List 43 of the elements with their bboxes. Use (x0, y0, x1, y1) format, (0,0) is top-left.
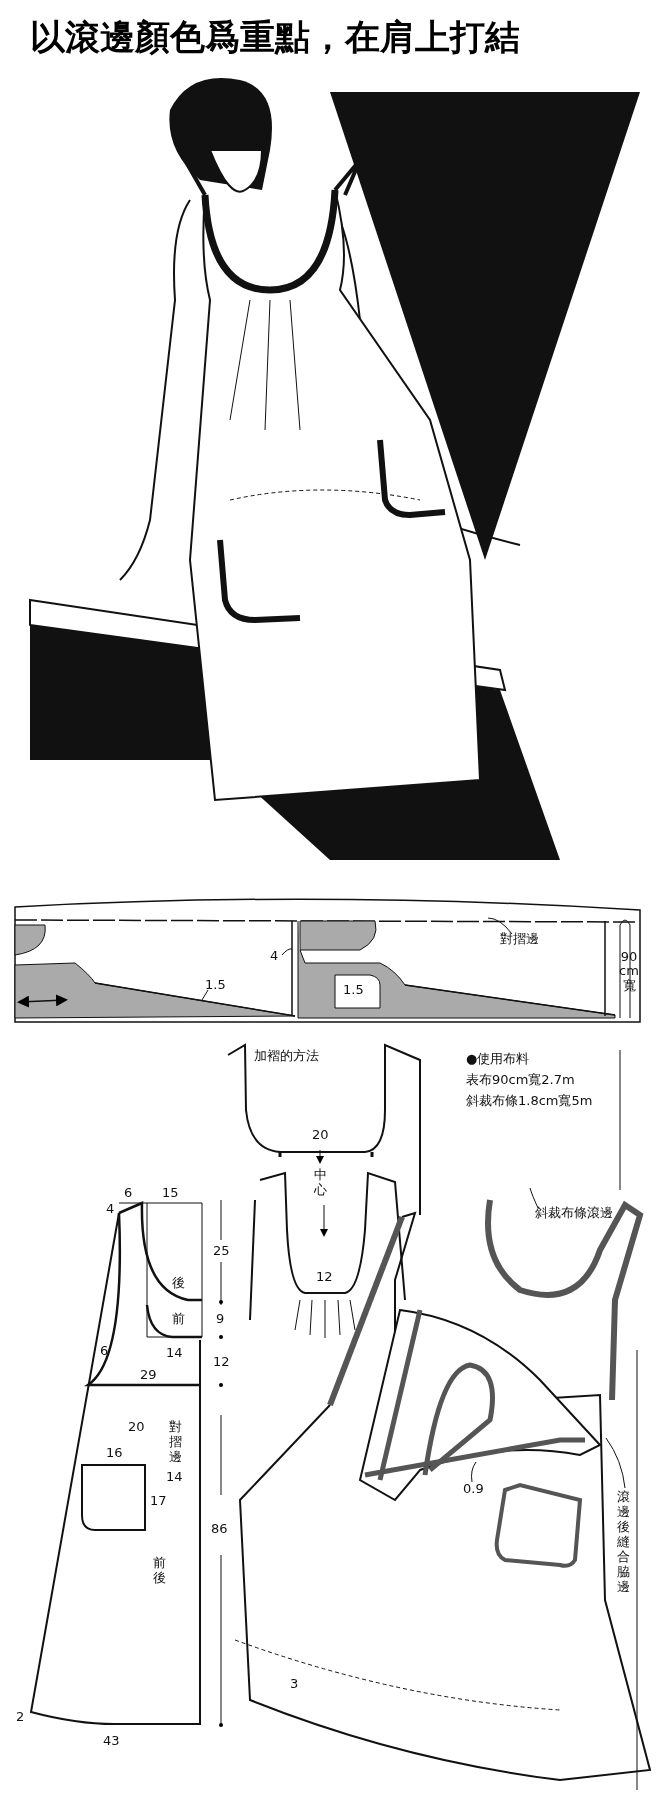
side-seam-note: 滾邊後縫合脇邊 (617, 1490, 630, 1595)
dimension-label: 20 (128, 1420, 145, 1435)
dimension-label: 9 (216, 1312, 225, 1327)
materials-heading: ●使用布料 (466, 1052, 530, 1067)
dimension-label: 3 (290, 1677, 299, 1692)
leader-line (487, 917, 513, 935)
dimension-label: 86 (211, 1522, 228, 1537)
piece-label: 前後 (153, 1556, 166, 1586)
page-title: 以滾邊顏色爲重點，在肩上打結 (30, 15, 520, 59)
piece-label: 前 (172, 1312, 185, 1327)
leader-line (281, 948, 293, 956)
dimension-label: 6 (124, 1186, 133, 1201)
dimension-label: 43 (103, 1734, 120, 1749)
materials-text: 表布90cm寬2.7m (466, 1073, 575, 1088)
method-heading: 加褶的方法 (254, 1049, 319, 1064)
dimension-label: 2 (16, 1710, 25, 1725)
dimension-label: 4 (270, 949, 279, 964)
dimension-label: 17 (150, 1494, 167, 1509)
dimension-label: 16 (106, 1446, 123, 1461)
dimension-label: 12 (213, 1355, 230, 1370)
dimension-label: 1.5 (205, 978, 226, 993)
dimension-label: 12 (316, 1270, 333, 1285)
leader-line (605, 1437, 626, 1489)
dimension-label: 29 (140, 1368, 157, 1383)
leader-line (471, 1461, 477, 1483)
dimension-label: 14 (166, 1470, 183, 1485)
dimension-label: 1.5 (343, 983, 364, 998)
piece-label: 後 (172, 1276, 185, 1291)
leader-line (201, 989, 209, 1001)
center-label: 中心 (314, 1168, 327, 1198)
dimension-label: 4 (106, 1202, 115, 1217)
binding-note: 斜裁布條滾邊 (535, 1206, 613, 1221)
dimension-label: 14 (166, 1346, 183, 1361)
dimension-label: 0.9 (463, 1482, 484, 1497)
fold-note: 對摺邊 (169, 1420, 182, 1465)
fold-note: 對摺邊 (500, 932, 539, 947)
materials-text: 斜裁布條1.8cm寬5m (466, 1094, 593, 1109)
dimension-label: 25 (213, 1244, 230, 1259)
fabric-width-label: 90 cm 寬 (618, 950, 640, 993)
dimension-label: 20 (312, 1128, 329, 1143)
dimension-label: 6 (100, 1344, 109, 1359)
dimension-label: 15 (162, 1186, 179, 1201)
leader-line (529, 1187, 539, 1209)
